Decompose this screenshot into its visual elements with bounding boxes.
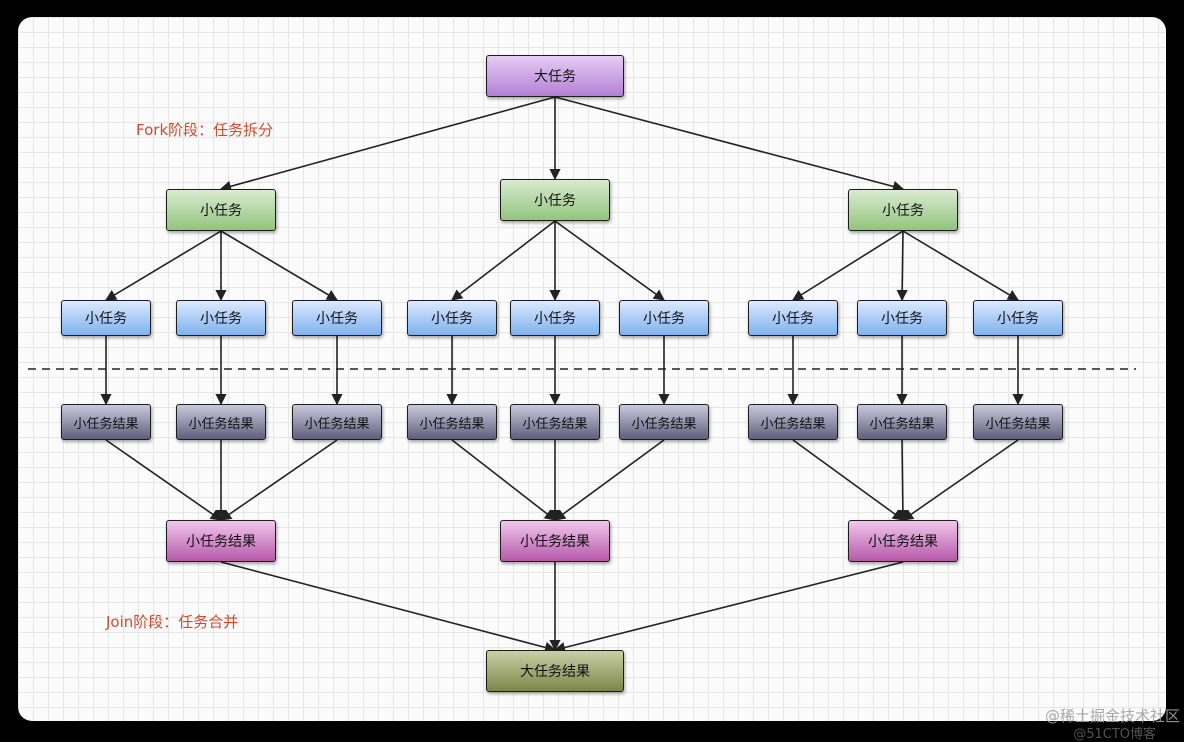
leaf-task-9: 小任务: [973, 300, 1063, 336]
edge-sub-result-1-to-final-result: [221, 562, 555, 650]
leaf-task-7: 小任务: [748, 300, 838, 336]
fork-phase-label: Fork阶段：任务拆分: [136, 119, 273, 140]
final-result: 大任务结果: [486, 650, 624, 692]
edge-subtask-2-to-leaf-task-4: [452, 221, 555, 300]
edge-leaf-result-3-to-sub-result-1: [221, 440, 337, 520]
edge-leaf-result-9-to-sub-result-3: [903, 440, 1018, 520]
edge-leaf-result-1-to-sub-result-1: [106, 440, 221, 520]
leaf-result-5: 小任务结果: [510, 404, 600, 440]
leaf-task-6: 小任务: [619, 300, 709, 336]
edge-subtask-2-to-leaf-task-6: [555, 221, 664, 300]
leaf-task-2: 小任务: [176, 300, 266, 336]
sub-result-2: 小任务结果: [500, 520, 610, 562]
leaf-result-4: 小任务结果: [407, 404, 497, 440]
leaf-task-1: 小任务: [61, 300, 151, 336]
edge-leaf-result-7-to-sub-result-3: [793, 440, 903, 520]
edge-root-task-to-subtask-3: [555, 97, 903, 189]
edge-subtask-3-to-leaf-task-8: [902, 231, 903, 300]
edge-subtask-1-to-leaf-task-3: [221, 231, 337, 300]
subtask-3: 小任务: [848, 189, 958, 231]
leaf-result-3: 小任务结果: [292, 404, 382, 440]
sub-result-3: 小任务结果: [848, 520, 958, 562]
edge-leaf-result-6-to-sub-result-2: [555, 440, 664, 520]
subtask-1: 小任务: [166, 189, 276, 231]
edge-subtask-1-to-leaf-task-1: [106, 231, 221, 300]
leaf-result-2: 小任务结果: [176, 404, 266, 440]
leaf-result-8: 小任务结果: [857, 404, 947, 440]
sub-result-1: 小任务结果: [166, 520, 276, 562]
watermark: @稀土掘金技术社区: [1045, 705, 1180, 726]
root-task: 大任务: [486, 55, 624, 97]
leaf-result-1: 小任务结果: [61, 404, 151, 440]
join-phase-label: Join阶段：任务合并: [106, 611, 238, 632]
subtask-2: 小任务: [500, 179, 610, 221]
leaf-task-8: 小任务: [857, 300, 947, 336]
edge-leaf-result-8-to-sub-result-3: [902, 440, 903, 520]
leaf-result-9: 小任务结果: [973, 404, 1063, 440]
edge-sub-result-3-to-final-result: [555, 562, 903, 650]
leaf-task-4: 小任务: [407, 300, 497, 336]
leaf-result-7: 小任务结果: [748, 404, 838, 440]
leaf-result-6: 小任务结果: [619, 404, 709, 440]
edge-subtask-3-to-leaf-task-7: [793, 231, 903, 300]
leaf-task-3: 小任务: [292, 300, 382, 336]
edge-root-task-to-subtask-1: [221, 97, 555, 189]
leaf-task-5: 小任务: [510, 300, 600, 336]
diagram-canvas: Fork阶段：任务拆分 Join阶段：任务合并 大任务 小任务 小任务 小任务 …: [18, 17, 1166, 721]
edge-leaf-result-4-to-sub-result-2: [452, 440, 555, 520]
edge-subtask-3-to-leaf-task-9: [903, 231, 1018, 300]
